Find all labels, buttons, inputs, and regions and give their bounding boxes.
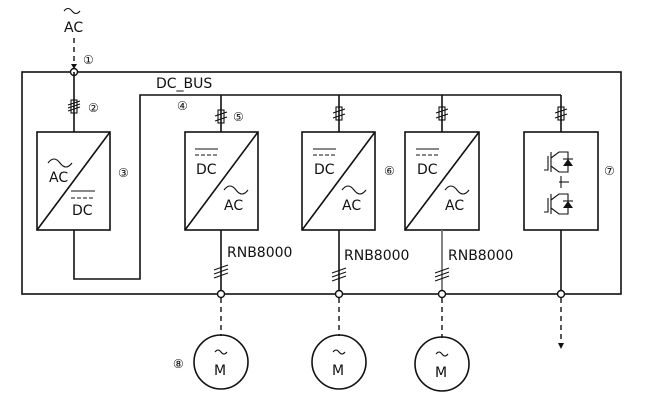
dc-bus-line	[73, 94, 561, 280]
output-node	[556, 289, 566, 299]
igbt-icon	[544, 151, 573, 215]
marker-1: ①	[83, 53, 94, 67]
ac-symbol-icon	[223, 185, 249, 195]
marker-2: ②	[88, 101, 99, 115]
cabinet-frame	[21, 71, 622, 295]
ac-symbol-icon	[341, 185, 367, 195]
rectifier-box: AC DC	[36, 131, 111, 231]
inverter-1: ⑤ DC AC RNB8000	[184, 95, 292, 294]
ac-input-label: AC	[64, 20, 83, 36]
inverter-3-dc-label: DC	[417, 162, 438, 178]
cable-label-1: RNB8000	[227, 245, 292, 261]
motor-icon	[311, 334, 367, 390]
marker-7: ⑦	[604, 164, 615, 178]
output-node	[216, 289, 226, 299]
inverter-1-ac-label: AC	[224, 198, 243, 214]
motor-icon	[414, 336, 470, 392]
fuse-icon	[435, 106, 449, 121]
cable-3phase-icon	[331, 267, 347, 282]
cable-3phase-icon	[434, 267, 450, 282]
inverter-2-dc-label: DC	[314, 162, 335, 178]
marker-6: ⑥	[384, 164, 395, 178]
inverter-2-ac-label: AC	[342, 198, 361, 214]
marker-4: ④	[177, 99, 188, 113]
dc-bus-label: DC_BUS	[156, 76, 212, 92]
ac-symbol-icon	[444, 185, 470, 195]
output-node	[437, 289, 447, 299]
rectifier-ac-label: AC	[49, 170, 68, 186]
inverter-3: DC AC RNB8000	[404, 95, 513, 294]
brake-unit: ⑦	[523, 95, 615, 349]
inverter-3-ac-label: AC	[445, 198, 464, 214]
motor-2: M	[311, 298, 367, 390]
cable-3phase-icon	[213, 264, 229, 279]
ac-symbol-icon	[47, 158, 73, 168]
output-node	[334, 289, 344, 299]
arrow-down-icon	[71, 64, 77, 69]
motor-2-label: M	[332, 363, 344, 379]
marker-8: ⑧	[173, 357, 184, 371]
cable-label-2: RNB8000	[344, 248, 409, 264]
motor-icon	[193, 334, 249, 390]
motor-1: M ⑧	[173, 298, 249, 390]
ac-symbol-icon	[63, 7, 81, 15]
fuse-icon	[332, 106, 346, 121]
ac-symbol-icon	[435, 351, 449, 357]
fuse-icon	[214, 109, 228, 124]
motor-1-label: M	[214, 363, 226, 379]
marker-5: ⑤	[233, 110, 244, 124]
inverter-2: DC AC ⑥ RNB8000	[301, 95, 409, 294]
ac-symbol-icon	[214, 349, 228, 355]
motor-3: M	[414, 298, 470, 392]
cable-label-3: RNB8000	[448, 248, 513, 264]
rectifier-dc-label: DC	[72, 203, 93, 219]
arrow-down-icon	[558, 343, 564, 349]
fuse-icon	[554, 106, 568, 121]
marker-3: ③	[118, 166, 129, 180]
motor-3-label: M	[435, 365, 447, 381]
ac-symbol-icon	[332, 349, 346, 355]
inverter-1-dc-label: DC	[196, 162, 217, 178]
ac-input: AC ①	[63, 7, 94, 69]
fuse-2-icon	[67, 99, 81, 114]
